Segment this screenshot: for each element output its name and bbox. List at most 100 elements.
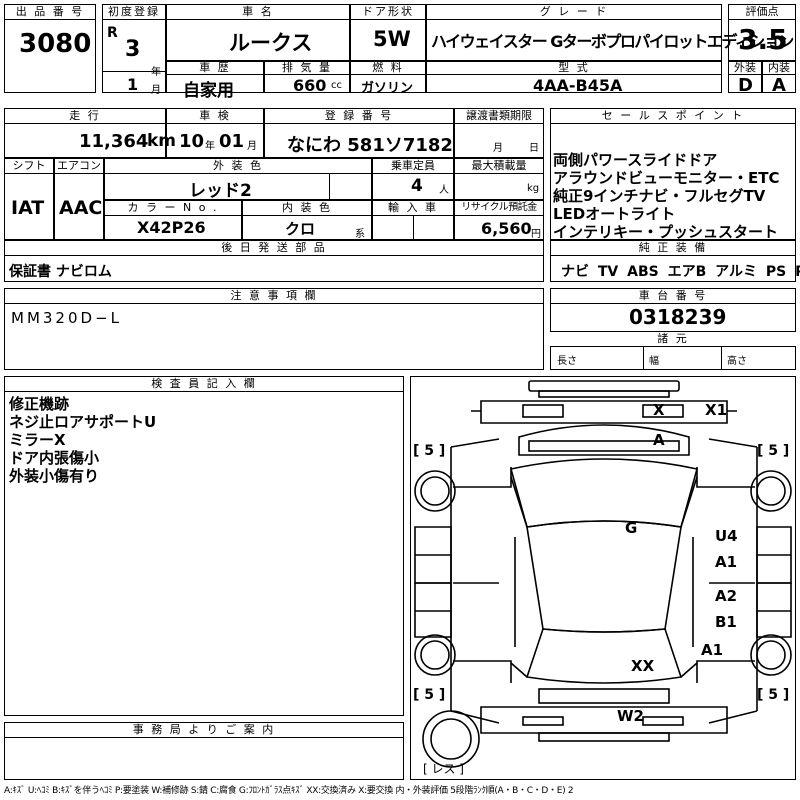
reg-month: 1: [127, 75, 139, 94]
inspection-year: 10: [179, 131, 205, 152]
fuel: ガソリン: [361, 81, 414, 96]
spare-tire-label: [ レス ]: [423, 762, 464, 776]
inspection-header: 車 検: [166, 108, 264, 124]
inspector-notes-cell: 検 査 員 記 入 欄 修正機跡 ネジ止ロアサポートU ミラーX ドア内張傷小 …: [4, 376, 404, 716]
dims-header: 諸 元: [550, 331, 796, 347]
exterior-grade: D: [738, 75, 753, 96]
exterior-grade-cell: 外装 D: [728, 61, 762, 96]
mark-b1: B1: [715, 613, 737, 631]
tire-rear-left: [414, 634, 456, 676]
car-name-cell: 車 名 ルークス: [166, 4, 350, 61]
transfer-day: 日: [529, 143, 539, 154]
year-unit: 年: [151, 67, 161, 78]
displacement-unit: cc: [331, 80, 342, 91]
grade-cell: グ レ ー ド ハイウェイスター Gターボプロパイロットエディション: [426, 4, 794, 61]
tire-rear-right: [750, 634, 792, 676]
interior-color-header: 内 装 色: [242, 200, 372, 216]
grade-header: グ レ ー ド: [426, 4, 722, 20]
interior-grade: A: [772, 75, 786, 96]
sales-point: アラウンドビューモニター・ETC: [553, 169, 780, 187]
lot-number: 3080: [19, 29, 92, 59]
later-parts-cell: 後 日 発 送 部 品 保証書 ナビロム: [4, 240, 544, 282]
ac: AAC: [59, 197, 103, 219]
sales-point: 両側パワースライドドア: [553, 151, 718, 169]
later-parts-header: 後 日 発 送 部 品: [4, 240, 544, 256]
inspector-lines: 修正機跡 ネジ止ロアサポートU ミラーX ドア内張傷小 外装小傷有り: [9, 395, 156, 485]
later-parts: 保証書 ナビロム: [9, 264, 112, 280]
reg-year: 3: [125, 37, 141, 62]
interior-color-cell: 内 装 色 クロ 系: [242, 200, 372, 240]
car-diagram: X X1 A G U4 A1 A2 B1 A1 XX W2 [ 5 ] [ 5 …: [413, 380, 792, 776]
score-header: 評価点: [728, 4, 796, 20]
tire-score-front-left: [ 5 ]: [413, 443, 445, 459]
inspection-month: 01: [219, 131, 245, 152]
shift-cell: シフト IAT: [4, 158, 54, 240]
mileage-cell: 走 行 11,364 km: [4, 108, 176, 158]
mark-xx: XX: [631, 657, 655, 675]
tire-front-left: [414, 470, 456, 512]
notes-header: 注 意 事 項 欄: [4, 288, 544, 304]
tire-score-rear-left: [ 5 ]: [413, 687, 445, 703]
inspection-month-unit: 月: [247, 141, 257, 152]
score: 3.5: [738, 23, 788, 56]
first-registration-header: 初度登録: [102, 4, 166, 20]
equipment-header: 純 正 装 備: [550, 240, 796, 256]
height-label: 高さ: [727, 356, 747, 367]
history-cell: 車 歴 自家用: [166, 61, 264, 101]
mark-x1: X1: [705, 401, 727, 419]
notes: MM320D−L: [11, 309, 122, 327]
displacement: 660: [293, 76, 327, 95]
score-cell: 評価点 3.5: [728, 4, 796, 61]
sales-point: 純正9インチナビ・フルセグTV: [553, 187, 766, 205]
legend: A:ｷｽﾞ U:ﾍｺﾐ B:ｷｽﾞを伴うﾍｺﾐ P:要塗装 W:補修跡 S:錆 …: [4, 786, 574, 796]
era: R: [107, 25, 118, 41]
fuel-cell: 燃 料 ガソリン: [350, 61, 426, 96]
sales-points-cell: セ ー ル ス ポ イ ン ト 両側パワースライドドア アラウンドビューモニター…: [550, 108, 796, 241]
color-number: X42P26: [137, 218, 206, 237]
plate-header: 登 録 番 号: [264, 108, 454, 124]
inspector-line: 修正機跡: [9, 395, 70, 413]
chassis-cell: 車 台 番 号 0318239 諸 元 長さ 幅 高さ: [550, 288, 796, 370]
mark-u4: U4: [715, 527, 738, 545]
ac-header: エアコン: [54, 158, 104, 174]
model-header: 型 式: [426, 61, 722, 75]
mark-a1-upper: A1: [715, 553, 737, 571]
spare-tire: [422, 710, 480, 768]
model-code: 4AA-B45A: [533, 76, 623, 95]
inspection-year-unit: 年: [205, 141, 215, 152]
plate-cell: 登 録 番 号 なにわ 581ソ7182: [264, 108, 454, 158]
mark-w2: W2: [617, 707, 644, 725]
inspector-line: ドア内張傷小: [9, 449, 100, 467]
length-label: 長さ: [557, 356, 577, 367]
tire-score-front-right: [ 5 ]: [757, 443, 789, 459]
capacity-unit: 人: [439, 185, 449, 196]
color-no-header: カ ラ ー N o .: [104, 200, 242, 216]
color-no-cell: カ ラ ー N o . X42P26: [104, 200, 242, 240]
grade: ハイウェイスター Gターボプロパイロットエディション: [431, 32, 794, 51]
month-unit: 月: [151, 85, 161, 96]
sales-points-header: セ ー ル ス ポ イ ン ト: [550, 108, 796, 124]
car-diagram-cell: X X1 A G U4 A1 A2 B1 A1 XX W2 [ 5 ] [ 5 …: [410, 376, 796, 780]
shift-header: シフト: [4, 158, 54, 174]
car-name-header: 車 名: [166, 4, 350, 20]
mileage: 11,364: [79, 131, 149, 152]
sales-points-list: 両側パワースライドドア アラウンドビューモニター・ETC 純正9インチナビ・フル…: [553, 151, 780, 241]
lot-header: 出 品 番 号: [4, 4, 96, 20]
tire-score-rear-right: [ 5 ]: [757, 687, 789, 703]
exterior-color: レッド2: [189, 181, 252, 201]
shift: IAT: [11, 197, 45, 219]
first-registration-cell: 初度登録 R 3 年 1 月: [102, 4, 166, 96]
transfer-month: 月: [493, 143, 503, 154]
import-header: 輸 入 車: [372, 200, 454, 216]
office-cell: 事 務 局 よ り ご 案 内: [4, 722, 404, 780]
history-header: 車 歴: [166, 61, 264, 75]
mark-a1-lower: A1: [701, 641, 723, 659]
interior-color: クロ: [285, 220, 316, 238]
recycle-unit: 円: [531, 229, 541, 240]
sales-point: LEDオートライト: [553, 205, 676, 223]
width-label: 幅: [649, 356, 659, 367]
recycle-fee: 6,560: [481, 219, 532, 238]
equipment: ナビ TV ABS エアB アルミ PS PW: [561, 264, 800, 280]
displacement-cell: 排 気 量 660 cc: [264, 61, 350, 95]
inspector-line: ネジ止ロアサポートU: [9, 413, 157, 431]
